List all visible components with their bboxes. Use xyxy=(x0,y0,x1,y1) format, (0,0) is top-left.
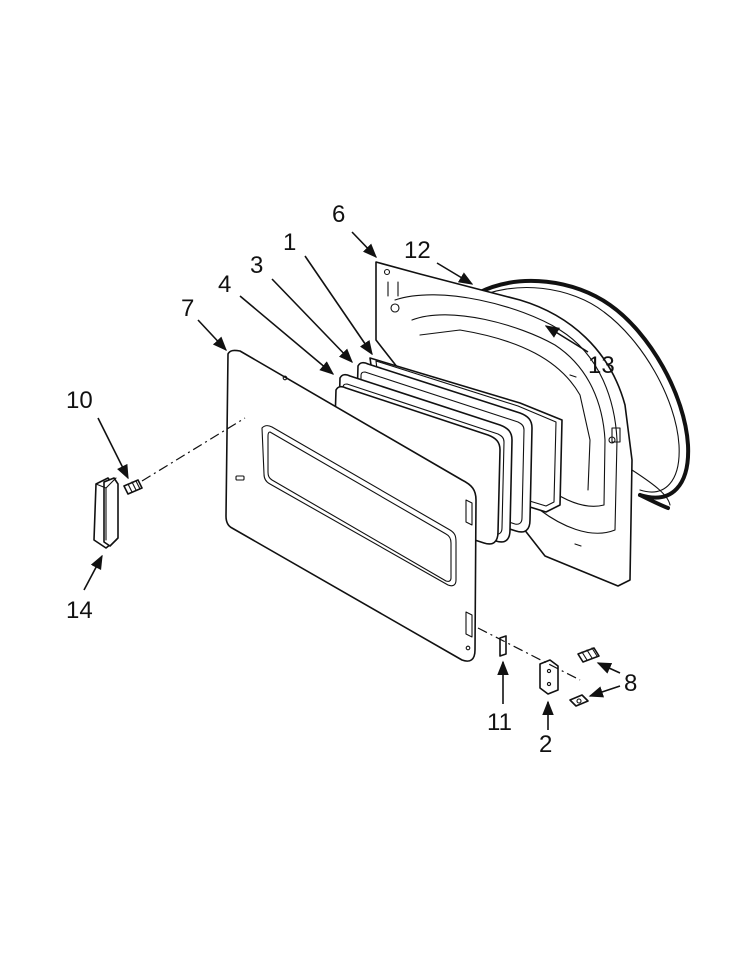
assembly-line-hinge xyxy=(477,627,581,681)
part-8-hinge-screws xyxy=(569,647,600,707)
part-12-door-seal xyxy=(471,278,691,510)
callout-3: 3 xyxy=(250,252,263,279)
callout-13: 13 xyxy=(588,352,615,379)
part-7-outer-door-panel xyxy=(225,349,477,662)
callout-6: 6 xyxy=(332,201,345,228)
part-2-hinge-plate xyxy=(539,659,559,695)
callout-12: 12 xyxy=(404,237,431,264)
leader-14 xyxy=(83,554,103,591)
leader-8a xyxy=(596,662,621,674)
assembly-line xyxy=(141,417,246,482)
part-10-handle-screw xyxy=(123,479,143,495)
callout-labels: 6 12 1 3 4 7 13 10 14 8 11 2 xyxy=(66,201,637,758)
callout-11: 11 xyxy=(487,709,512,736)
part-11-hinge-shim xyxy=(499,635,507,657)
callout-8: 8 xyxy=(624,670,637,697)
leader-6 xyxy=(351,231,377,259)
callout-10: 10 xyxy=(66,387,93,414)
callout-2: 2 xyxy=(539,731,552,758)
part-14-handle xyxy=(93,477,119,549)
leader-3 xyxy=(271,278,353,364)
callout-7: 7 xyxy=(181,295,194,322)
callout-1: 1 xyxy=(283,229,296,256)
leader-1 xyxy=(304,255,373,356)
callout-14: 14 xyxy=(66,597,93,624)
leader-arrows xyxy=(83,231,621,730)
leader-7 xyxy=(197,319,227,352)
leader-13 xyxy=(544,325,589,353)
leader-4 xyxy=(239,295,335,375)
callout-4: 4 xyxy=(218,271,231,298)
leader-10 xyxy=(97,417,129,480)
leader-8b xyxy=(588,685,621,698)
leader-12 xyxy=(436,262,474,285)
